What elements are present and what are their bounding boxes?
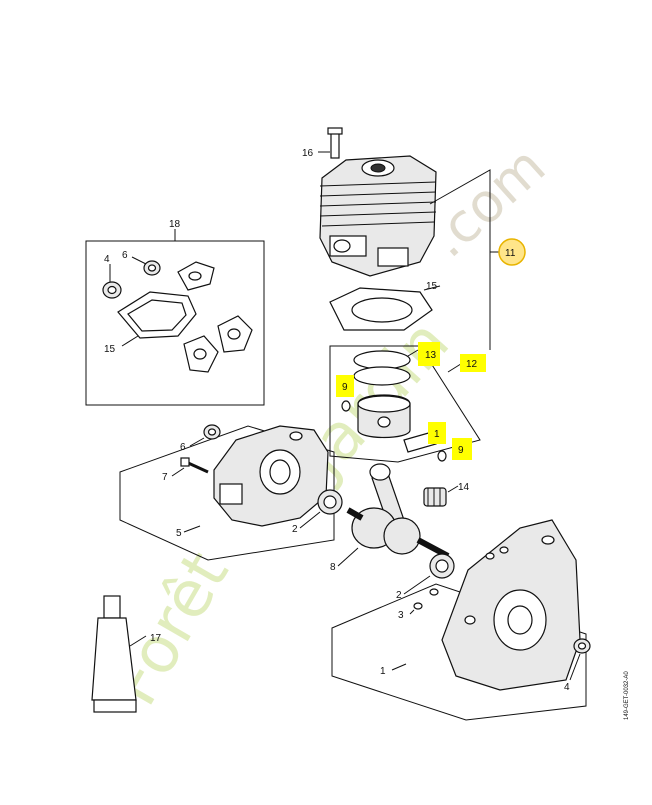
piston-ring-part — [353, 350, 411, 370]
crankshaft-assembly: 8 14 — [330, 463, 470, 573]
callout-5: 5 — [176, 528, 182, 539]
circlip-part-2 — [437, 450, 447, 462]
callout-9-left: 9 — [342, 382, 348, 393]
callout-15: 15 — [426, 281, 438, 292]
crankcase-screw-part — [180, 457, 190, 467]
dowel-pin-part — [429, 588, 439, 596]
callout-2: 2 — [292, 524, 298, 535]
callout-1: 1 — [380, 666, 386, 677]
callout-17: 17 — [150, 633, 162, 644]
piston-box: 12 13 9 1 9 — [329, 342, 486, 463]
callout-11: 11 — [505, 248, 516, 259]
callout-7: 7 — [162, 472, 168, 483]
callout-9-right: 9 — [458, 445, 464, 456]
callout-13: 13 — [425, 350, 437, 361]
callout-6-box: 6 — [122, 250, 128, 261]
callout-6: 6 — [180, 442, 186, 453]
callout-9-right-highlight — [452, 438, 472, 460]
callout-14: 14 — [458, 482, 470, 493]
callout-15-box: 15 — [104, 344, 116, 355]
callout-18: 18 — [169, 219, 181, 230]
drawing-code: 149-GET-0032-A0 — [624, 671, 630, 720]
callout-2-lower: 2 — [396, 590, 402, 601]
gasket-set-box: 18 4 6 15 — [85, 219, 265, 406]
callout-13-highlight — [418, 342, 440, 366]
callout-8: 8 — [330, 562, 336, 573]
callout-4-box: 4 — [104, 254, 110, 265]
cylinder-assembly: 16 15 — [302, 127, 441, 331]
piston-ring-part-2 — [353, 366, 411, 386]
callout-1-pin-highlight — [428, 422, 446, 444]
callout-9-left-highlight — [336, 375, 354, 397]
needle-cage-part — [423, 487, 447, 507]
circlip-part — [341, 400, 351, 412]
bracket-11: 11 — [429, 169, 526, 350]
callout-16: 16 — [302, 148, 314, 159]
callout-3: 3 — [398, 610, 404, 621]
callout-12: 12 — [466, 359, 478, 370]
callout-12-highlight — [460, 354, 486, 372]
callout-4: 4 — [564, 682, 570, 693]
cylinder-screw-part — [330, 131, 340, 159]
callout-11-highlight — [498, 238, 526, 266]
grease-tube: 17 — [91, 595, 162, 713]
crankcase-half-box: 5 6 7 2 — [119, 424, 343, 561]
watermark-text-com: .com — [417, 134, 558, 269]
crankcase-box: 1 2 3 4 — [331, 519, 591, 721]
callout-1-pin: 1 — [434, 429, 440, 440]
